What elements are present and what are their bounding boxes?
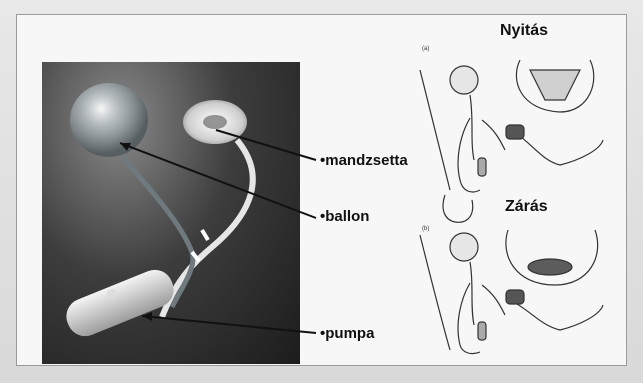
opening-title: Nyitás bbox=[500, 22, 548, 40]
ballon-leader bbox=[120, 143, 316, 218]
mandzsetta-leader bbox=[216, 130, 316, 160]
closing-diagram bbox=[420, 230, 603, 354]
pumpa-label: •pumpa bbox=[320, 325, 374, 342]
panel-a-label: (a) bbox=[422, 46, 429, 52]
panel-b-label: (b) bbox=[422, 226, 429, 232]
mandzsetta-label: •mandzsetta bbox=[320, 152, 408, 169]
pumpa-leader bbox=[142, 316, 316, 333]
ballon-label: •ballon bbox=[320, 208, 369, 225]
closing-title: Zárás bbox=[505, 198, 548, 216]
